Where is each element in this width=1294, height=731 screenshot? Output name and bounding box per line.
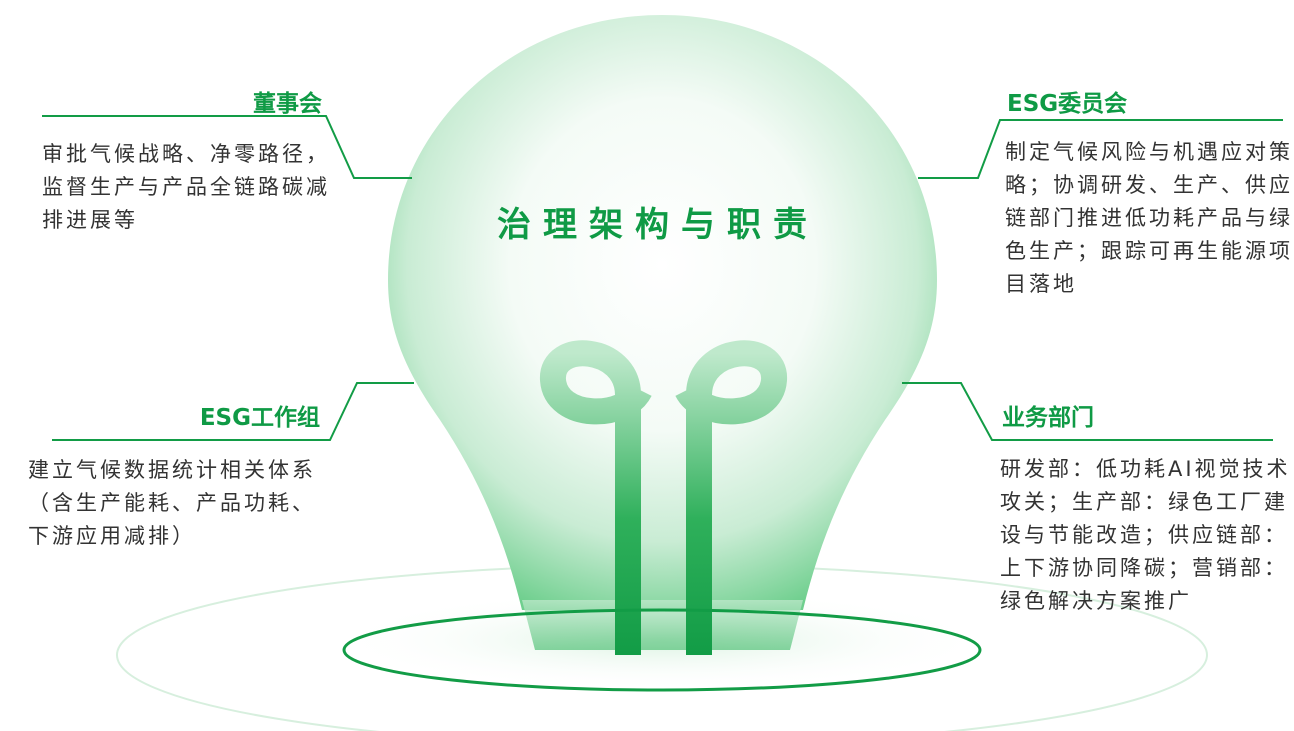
bulb-glass (388, 15, 937, 610)
connector-workgroup (52, 382, 414, 441)
inner-ring (342, 608, 982, 692)
board-description: 审批气候战略、净零路径，监督生产与产品全链路碳减排进展等 (42, 142, 330, 232)
business-units-heading: 业务部门 (1002, 405, 1094, 431)
esg-committee-heading: ESG委员会 (1007, 91, 1128, 117)
business-units-description: 研发部：低功耗AI视觉技术攻关；生产部：绿色工厂建设与节能改造；供应链部：上下游… (1000, 457, 1291, 613)
esg-committee-description: 制定气候风险与机遇应对策略；协调研发、生产、供应链部门推进低功耗产品与绿色生产；… (1005, 140, 1293, 296)
connector-board (42, 115, 412, 179)
connector-committee (918, 119, 1283, 179)
esg-workgroup-heading: ESG工作组 (199, 405, 320, 431)
filament (540, 340, 787, 655)
bulb-neck (522, 600, 803, 650)
center-title: 治理架构与职责 (497, 205, 819, 245)
board-heading: 董事会 (253, 91, 322, 117)
esg-workgroup-description: 建立气候数据统计相关体系（含生产能耗、产品功耗、下游应用减排） (28, 458, 316, 548)
connector-business-units (902, 382, 1273, 441)
